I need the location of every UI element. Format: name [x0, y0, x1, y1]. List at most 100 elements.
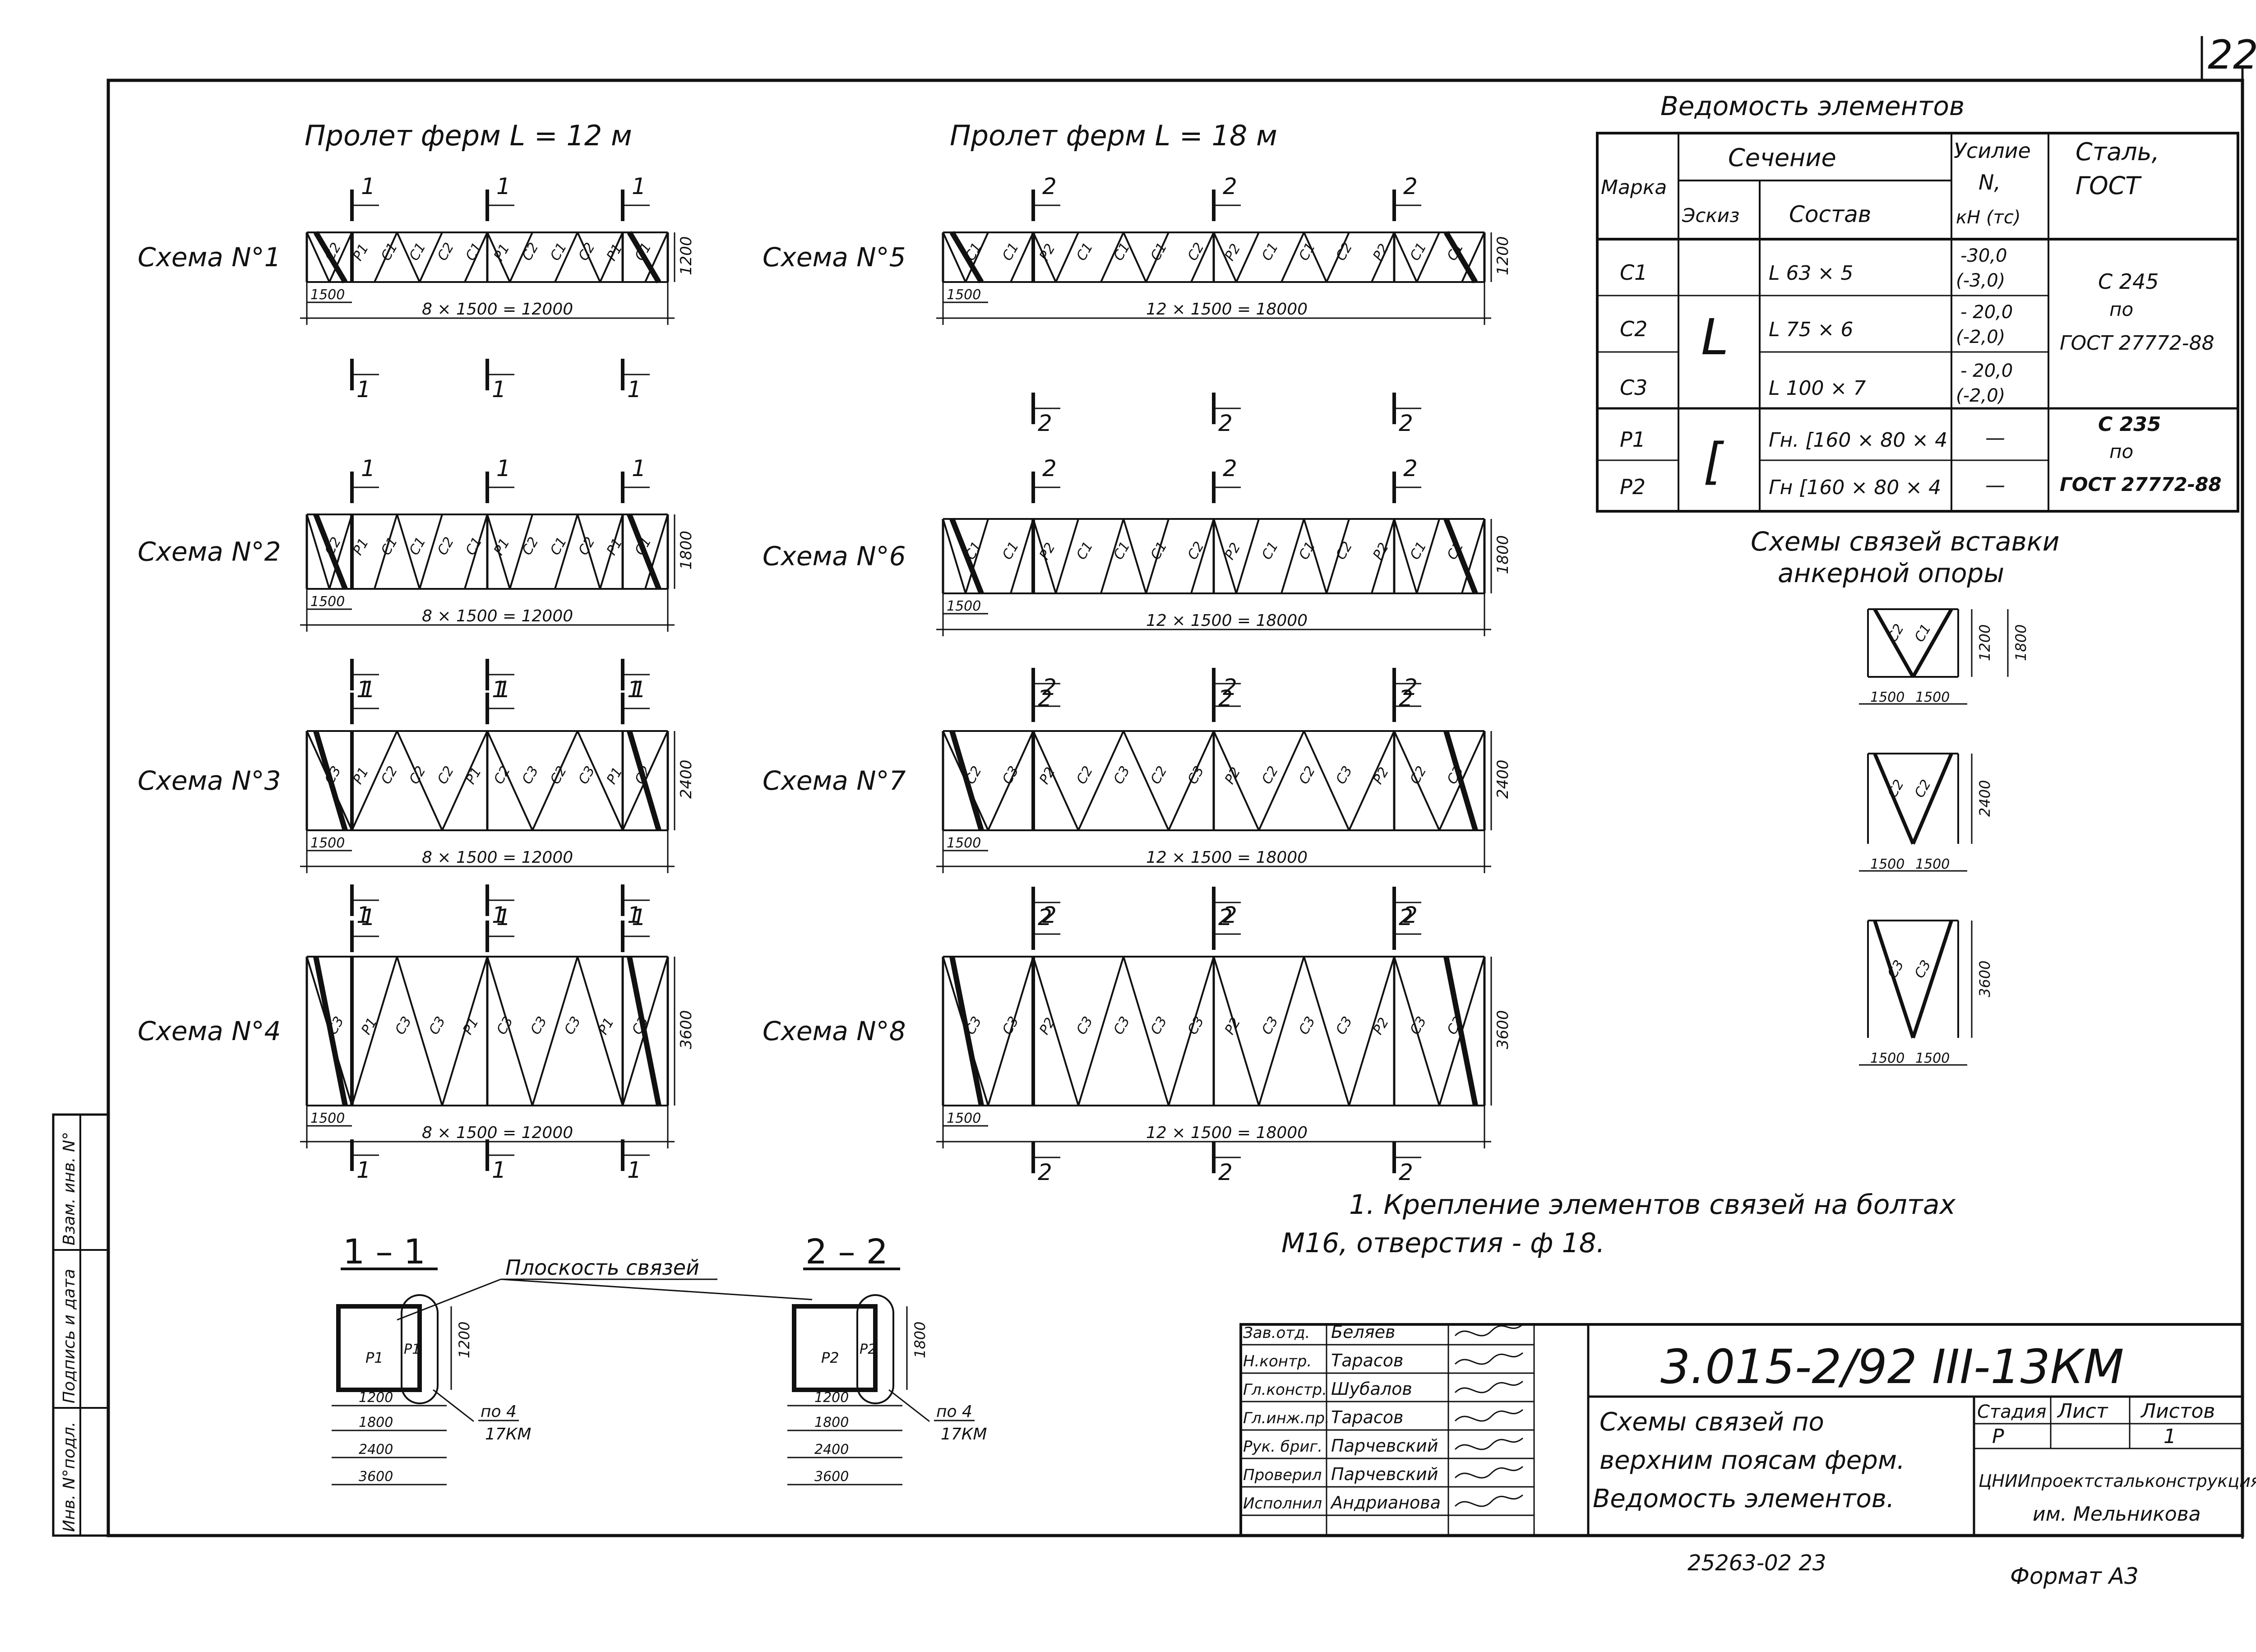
diagonal-brace	[1461, 232, 1485, 282]
diagonal-brace	[965, 518, 989, 594]
height-dim: 1200	[677, 236, 695, 275]
height-dim: 1200	[1494, 236, 1512, 275]
signature-scribble	[1454, 1409, 1523, 1422]
member-label: С3	[999, 764, 1022, 787]
leader-line	[888, 1389, 930, 1422]
heavy-brace	[1443, 518, 1478, 595]
panel-dim: 1500	[310, 594, 345, 610]
left-stamp: Инв. N°подл. Подпись и дата Взам. инв. N…	[52, 1113, 110, 1537]
section-number: 1	[492, 1157, 506, 1183]
diagonal-brace	[464, 232, 488, 282]
diagonal-brace	[1258, 956, 1305, 1106]
member-label: С3	[527, 1014, 550, 1037]
member-label: С1	[1147, 539, 1170, 562]
member-label: С1	[378, 534, 401, 558]
description-2: верхним поясам ферм.	[1600, 1446, 1905, 1475]
section-number: 2	[1218, 410, 1233, 436]
steel-2-b: по	[2109, 440, 2133, 463]
width-dim: 1500	[1870, 1050, 1905, 1066]
member-label: С1	[1296, 539, 1318, 562]
brace	[1911, 920, 1953, 1039]
member-label: С2	[575, 240, 598, 264]
row-mark: С3	[1620, 375, 1647, 400]
diagonal-brace	[374, 232, 398, 282]
diagonal-brace	[1213, 518, 1237, 594]
section-number: 1	[632, 904, 646, 930]
header-mark: Марка	[1601, 176, 1667, 199]
diagonal-brace	[1303, 731, 1350, 831]
signature-scribble	[1454, 1323, 1523, 1337]
role-label: Исполнил	[1243, 1495, 1322, 1513]
overall-dim: 8 × 1500 = 12000	[422, 1124, 573, 1142]
member-label: С2	[1296, 764, 1318, 787]
role-label: Проверил	[1243, 1466, 1322, 1484]
section-number: 2	[1223, 902, 1237, 928]
height-dim: 3600	[1494, 1010, 1512, 1049]
overall-dim: 12 × 1500 = 18000	[1146, 1124, 1308, 1142]
diagonal-brace	[1145, 518, 1170, 594]
row-force-tc: (-3,0)	[1956, 270, 2005, 291]
section-number: 2	[1218, 685, 1233, 712]
steel-1-c: ГОСТ 27772-88	[2060, 332, 2214, 355]
role-label: Зав.отд.	[1243, 1324, 1310, 1342]
section-number: 1	[361, 455, 375, 481]
diagonal-brace	[1055, 518, 1079, 594]
row-force-kn: - 20,0	[1960, 302, 2013, 323]
elements-table: Ведомость элементов Марка Сечение Эскиз …	[1596, 91, 2239, 513]
diagonal-brace	[396, 232, 421, 282]
row-composition: L 75 × 6	[1769, 318, 1853, 341]
section-number: 1	[356, 676, 371, 703]
section-number: 2	[1399, 410, 1413, 436]
description-1: Схемы связей по	[1600, 1407, 1824, 1437]
header-sheets: Листов	[2140, 1400, 2215, 1423]
member-label: С3	[629, 1014, 652, 1037]
diagonal-brace	[509, 232, 533, 282]
diagonal-brace	[1145, 232, 1170, 282]
member-label: Р2	[1036, 764, 1059, 787]
diagonal-brace	[1168, 731, 1215, 831]
panel-dim: 1500	[310, 835, 345, 851]
signature-scribble	[1454, 1437, 1523, 1450]
member-label: С1	[462, 534, 485, 558]
diagonal-brace	[351, 731, 398, 831]
sketch-channel: [	[1703, 432, 1724, 490]
width-dim: 1800	[814, 1415, 849, 1430]
role-label: Н.контр.	[1243, 1352, 1312, 1370]
diagonal-brace	[1258, 731, 1305, 831]
diagonal-brace	[1393, 518, 1418, 594]
diagonal-brace	[987, 731, 1034, 831]
name-label: Беляев	[1331, 1322, 1395, 1342]
profile-label: Р1	[404, 1342, 421, 1357]
panel-dim: 1500	[310, 287, 345, 303]
member-label: С2	[575, 534, 598, 558]
header-sketch: Эскиз	[1682, 204, 1739, 227]
member-label: С3	[1259, 1014, 1281, 1037]
heavy-brace	[627, 730, 661, 831]
diagonal-brace	[599, 514, 624, 589]
org-name-2: им. Мельникова	[2033, 1503, 2201, 1526]
diagonal-brace	[1393, 232, 1418, 282]
overall-dim: 8 × 1500 = 12000	[422, 848, 573, 867]
diagonal-brace	[1032, 731, 1079, 831]
anchor-title-2: анкерной опоры	[1778, 558, 2004, 588]
member-label: С1	[1912, 621, 1934, 645]
member-label: С3	[561, 1014, 584, 1037]
section-number: 1	[492, 676, 506, 703]
diagonal-brace	[1281, 232, 1305, 282]
diagonal-brace	[942, 518, 966, 594]
diagonal-brace	[1213, 731, 1260, 831]
row-mark: С1	[1620, 260, 1647, 285]
stage-value: Р	[1992, 1425, 2004, 1448]
heavy-brace	[313, 231, 348, 284]
member-label: С3	[519, 764, 541, 787]
table-title: Ведомость элементов	[1660, 91, 1965, 121]
diagonal-brace	[1010, 232, 1034, 282]
